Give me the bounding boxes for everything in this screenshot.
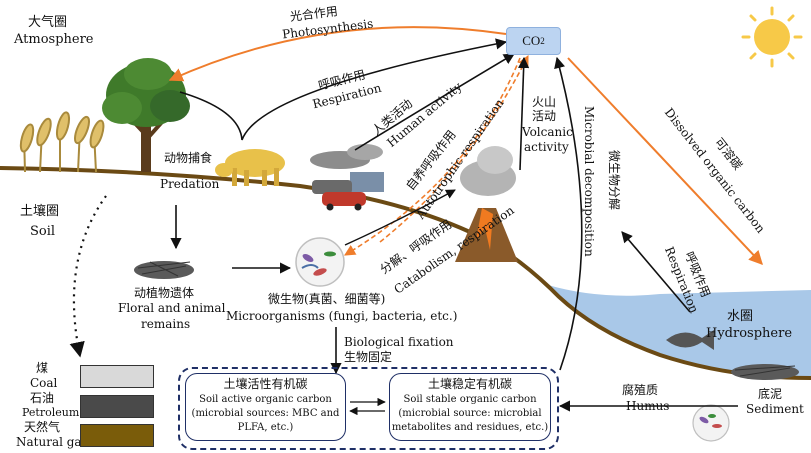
co2-subscript: 2 — [540, 36, 545, 46]
soil-carbon-pool-frame — [178, 367, 559, 450]
active-carbon-src2: PLFA, etc.) — [237, 422, 294, 433]
microbial-decomposition-en: Microbial decomposition — [582, 106, 596, 257]
remains-en2: remains — [141, 317, 191, 331]
volcanic-en2: activity — [524, 140, 569, 154]
microbial-decomposition-zh: 微生物分解 — [607, 150, 621, 211]
sediment-zh: 底泥 — [758, 387, 783, 401]
autotrophic-arrow — [379, 55, 529, 243]
soil-zh: 土壤圈 — [20, 204, 60, 219]
humus-en: Humus — [626, 399, 670, 413]
active-carbon-en: Soil active organic carbon — [199, 394, 332, 405]
coal-zh: 煤 — [36, 361, 49, 375]
co2-to-microbe-arrow — [344, 57, 521, 256]
natural-gas-en: Natural gas — [16, 435, 88, 449]
fossil-arrow — [69, 195, 107, 358]
remains-zh: 动植物遗体 — [134, 286, 195, 300]
stable-carbon-src1: (microbial source: microbial — [398, 408, 542, 419]
sun-icon — [741, 6, 803, 68]
plant-respiration-arrow — [179, 38, 508, 141]
cow-icon — [215, 149, 285, 186]
remains-en1: Floral and animal — [118, 301, 226, 315]
soil-en: Soil — [30, 224, 56, 239]
hydrosphere-zh: 水圈 — [727, 309, 754, 324]
catabolism-arrow — [344, 189, 456, 246]
hydrosphere-en: Hydrosphere — [706, 326, 793, 341]
predation-zh: 动物捕食 — [164, 151, 213, 165]
petroleum-swatch — [80, 395, 154, 418]
natural-gas-zh: 天然气 — [24, 420, 61, 434]
active-carbon-zh: 土壤活性有机碳 — [223, 377, 308, 391]
active-carbon-box: 土壤活性有机碳 Soil active organic carbon (micr… — [185, 373, 346, 441]
stable-carbon-box: 土壤稳定有机碳 Soil stable organic carbon (micr… — [389, 373, 551, 441]
photosynthesis-arrow — [168, 26, 507, 82]
volcanic-zh: 火山 — [532, 95, 557, 109]
petroleum-zh: 石油 — [30, 391, 55, 405]
natural-gas-swatch — [80, 424, 154, 447]
microorganisms-en: Microorganisms (fungi, bacteria, etc.) — [226, 309, 458, 323]
traffic-icon — [310, 144, 384, 211]
microorganism-icon — [295, 237, 345, 287]
fixation-en: Biological fixation — [344, 335, 454, 349]
humus-zh: 腐殖质 — [622, 383, 659, 397]
coal-en: Coal — [30, 376, 58, 390]
atmosphere-zh: 大气圈 — [28, 15, 68, 30]
fish-icon — [666, 330, 714, 350]
microorganisms-zh: 微生物(真菌、细菌等) — [268, 292, 386, 306]
human-activity-arrow — [354, 53, 515, 151]
volcanic-zh2: 活动 — [532, 109, 557, 123]
remains-icon — [134, 261, 194, 279]
volcano-icon — [455, 146, 518, 262]
water-respiration-arrow — [621, 231, 691, 313]
microbial-decomposition-arrow — [554, 56, 583, 371]
stable-carbon-en: Soil stable organic carbon — [403, 394, 537, 405]
stable-carbon-src2: metabolites and residues, etc.) — [391, 422, 549, 433]
sediment-microbes-icon — [692, 404, 730, 442]
sediment-en: Sediment — [746, 402, 804, 416]
co2-label: CO — [522, 33, 541, 48]
tree-icon — [102, 58, 190, 172]
dissolved-carbon-arrow — [567, 57, 763, 266]
sediment-litter-icon — [731, 364, 799, 380]
coal-swatch — [80, 365, 154, 388]
fixation-zh: 生物固定 — [344, 350, 393, 364]
volcanic-arrow — [518, 56, 530, 171]
active-carbon-src1: (microbial sources: MBC and — [191, 408, 340, 419]
water-body — [548, 285, 811, 378]
predation-en: Predation — [160, 177, 220, 191]
crops-icon — [19, 111, 105, 173]
volcanic-en: Volcanic — [522, 125, 573, 139]
atmosphere-en: Atmosphere — [14, 32, 94, 47]
petroleum-en: Petroleum — [22, 406, 80, 419]
stable-carbon-zh: 土壤稳定有机碳 — [427, 377, 512, 391]
